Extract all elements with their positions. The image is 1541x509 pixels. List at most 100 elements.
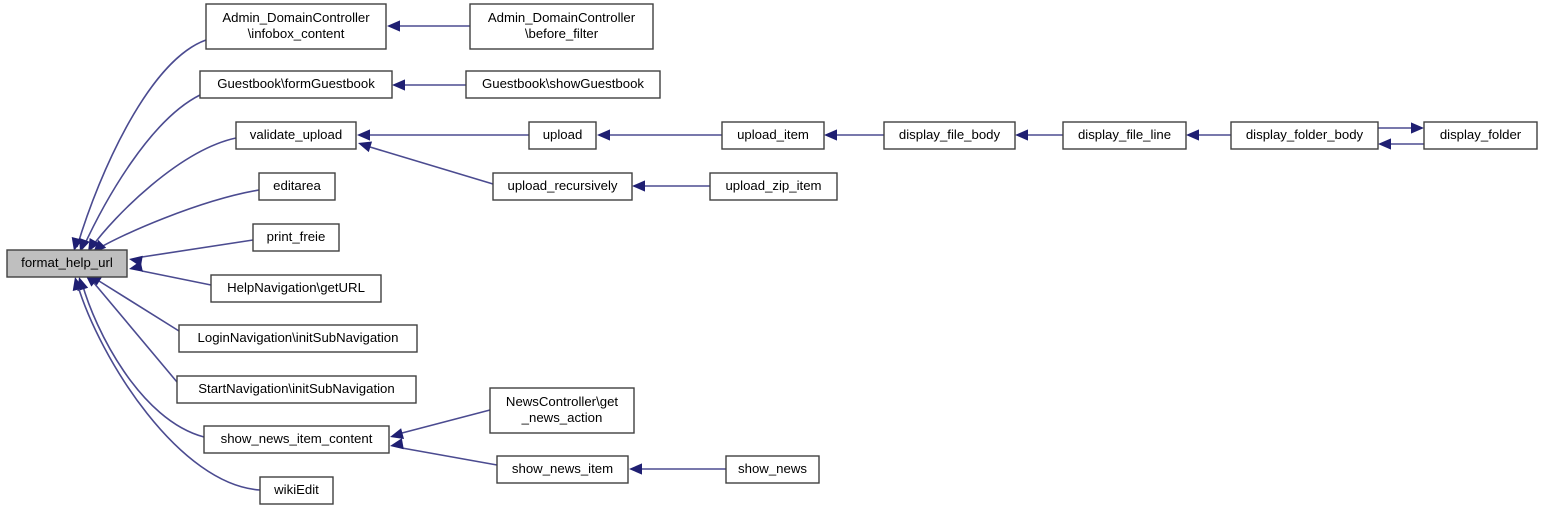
node-editarea[interactable]: editarea bbox=[258, 172, 336, 201]
edge-show_news-to-show_news_item bbox=[629, 463, 726, 475]
node-box-upload_recursively[interactable] bbox=[492, 172, 633, 201]
edge-display_file_line-to-display_file_body bbox=[1015, 129, 1063, 141]
node-label-news_get_news_action: _news_action bbox=[521, 410, 603, 425]
node-label-editarea: editarea bbox=[273, 178, 321, 193]
node-label-show_news_item: show_news_item bbox=[512, 461, 613, 476]
node-box-print_freie[interactable] bbox=[252, 223, 340, 252]
node-help_get_url[interactable]: HelpNavigation\getURL bbox=[210, 274, 382, 303]
node-box-form_guestbook[interactable] bbox=[199, 70, 393, 99]
nodes-layer: format_help_url Admin_DomainController\in… bbox=[6, 3, 1538, 505]
node-box-format_help_url[interactable] bbox=[6, 249, 128, 278]
node-box-start_init_sub[interactable] bbox=[176, 375, 417, 404]
node-print_freie[interactable]: print_freie bbox=[252, 223, 340, 252]
node-show_news_item[interactable]: show_news_item bbox=[496, 455, 629, 484]
edge-display_folder_body-to-display_file_line bbox=[1186, 129, 1231, 141]
node-label-form_guestbook: Guestbook\formGuestbook bbox=[217, 76, 375, 91]
edge-start_init_sub-to-format_help_url bbox=[85, 274, 178, 383]
node-box-display_file_body[interactable] bbox=[883, 121, 1016, 150]
node-box-display_folder_body[interactable] bbox=[1230, 121, 1379, 150]
node-display_folder[interactable]: display_folder bbox=[1423, 121, 1538, 150]
node-box-upload_zip_item[interactable] bbox=[709, 172, 838, 201]
edge-login_init_sub-to-format_help_url bbox=[88, 275, 180, 332]
node-box-editarea[interactable] bbox=[258, 172, 336, 201]
node-box-news_get_news_action[interactable] bbox=[489, 387, 635, 434]
edge-upload-to-validate_upload bbox=[357, 129, 529, 141]
node-label-admin_infobox: \infobox_content bbox=[248, 26, 345, 41]
node-box-display_file_line[interactable] bbox=[1062, 121, 1187, 150]
edge-show_news_item_content-to-format_help_url bbox=[77, 277, 205, 438]
node-label-validate_upload: validate_upload bbox=[250, 127, 342, 142]
edge-admin_before_filter-to-admin_infobox bbox=[387, 20, 470, 32]
node-upload_item[interactable]: upload_item bbox=[721, 121, 825, 150]
node-news_get_news_action[interactable]: NewsController\get_news_action bbox=[489, 387, 635, 434]
edge-upload_recursively-to-validate_upload bbox=[358, 141, 494, 185]
node-label-show_news_item_content: show_news_item_content bbox=[221, 431, 373, 446]
edge-wikiedit-to-format_help_url bbox=[72, 277, 261, 491]
node-start_init_sub[interactable]: StartNavigation\initSubNavigation bbox=[176, 375, 417, 404]
edge-upload_item-to-upload bbox=[597, 129, 722, 141]
edge-news_get_news_action-to-show_news_item_content bbox=[390, 409, 491, 440]
edge-validate_upload-to-format_help_url bbox=[88, 137, 237, 252]
edge-help_get_url-to-format_help_url bbox=[129, 260, 212, 286]
node-label-print_freie: print_freie bbox=[267, 229, 326, 244]
node-box-display_folder[interactable] bbox=[1423, 121, 1538, 150]
node-wikiedit[interactable]: wikiEdit bbox=[259, 476, 334, 505]
node-form_guestbook[interactable]: Guestbook\formGuestbook bbox=[199, 70, 393, 99]
edge-form_guestbook-to-format_help_url bbox=[79, 94, 201, 252]
node-label-display_folder: display_folder bbox=[1440, 127, 1522, 142]
node-format_help_url[interactable]: format_help_url bbox=[6, 249, 128, 278]
node-label-admin_before_filter: \before_filter bbox=[525, 26, 599, 41]
node-display_file_line[interactable]: display_file_line bbox=[1062, 121, 1187, 150]
node-label-display_file_line: display_file_line bbox=[1078, 127, 1171, 142]
node-box-show_news[interactable] bbox=[725, 455, 820, 484]
node-box-show_guestbook[interactable] bbox=[465, 70, 661, 99]
node-label-start_init_sub: StartNavigation\initSubNavigation bbox=[198, 381, 394, 396]
edge-print_freie-to-format_help_url bbox=[129, 239, 254, 267]
node-show_guestbook[interactable]: Guestbook\showGuestbook bbox=[465, 70, 661, 99]
node-show_news_item_content[interactable]: show_news_item_content bbox=[203, 425, 390, 454]
node-label-wikiedit: wikiEdit bbox=[273, 482, 319, 497]
node-label-login_init_sub: LoginNavigation\initSubNavigation bbox=[198, 330, 399, 345]
node-box-help_get_url[interactable] bbox=[210, 274, 382, 303]
node-display_file_body[interactable]: display_file_body bbox=[883, 121, 1016, 150]
node-admin_before_filter[interactable]: Admin_DomainController\before_filter bbox=[469, 3, 654, 50]
node-label-upload_item: upload_item bbox=[737, 127, 809, 142]
node-box-admin_before_filter[interactable] bbox=[469, 3, 654, 50]
node-box-upload[interactable] bbox=[528, 121, 597, 150]
node-box-login_init_sub[interactable] bbox=[178, 324, 418, 353]
node-upload_zip_item[interactable]: upload_zip_item bbox=[709, 172, 838, 201]
node-box-upload_item[interactable] bbox=[721, 121, 825, 150]
node-label-show_guestbook: Guestbook\showGuestbook bbox=[482, 76, 644, 91]
node-label-display_file_body: display_file_body bbox=[899, 127, 1001, 142]
edge-display_file_body-to-upload_item bbox=[824, 129, 884, 141]
edge-show_news_item-to-show_news_item_content bbox=[390, 438, 498, 466]
node-box-validate_upload[interactable] bbox=[235, 121, 357, 150]
node-label-admin_infobox: Admin_DomainController bbox=[222, 10, 370, 25]
node-box-show_news_item_content[interactable] bbox=[203, 425, 390, 454]
node-box-show_news_item[interactable] bbox=[496, 455, 629, 484]
node-label-format_help_url: format_help_url bbox=[21, 255, 113, 270]
node-validate_upload[interactable]: validate_upload bbox=[235, 121, 357, 150]
node-box-wikiedit[interactable] bbox=[259, 476, 334, 505]
node-label-news_get_news_action: NewsController\get bbox=[506, 394, 618, 409]
edge-editarea-to-format_help_url bbox=[93, 189, 260, 253]
node-label-upload_recursively: upload_recursively bbox=[508, 178, 618, 193]
node-login_init_sub[interactable]: LoginNavigation\initSubNavigation bbox=[178, 324, 418, 353]
node-label-help_get_url: HelpNavigation\getURL bbox=[227, 280, 365, 295]
node-show_news[interactable]: show_news bbox=[725, 455, 820, 484]
edge-upload_zip_item-to-upload_recursively bbox=[632, 180, 710, 192]
node-box-admin_infobox[interactable] bbox=[205, 3, 387, 50]
node-label-show_news: show_news bbox=[738, 461, 807, 476]
edge-admin_infobox-to-format_help_url bbox=[71, 39, 207, 251]
node-label-upload_zip_item: upload_zip_item bbox=[725, 178, 821, 193]
node-admin_infobox[interactable]: Admin_DomainController\infobox_content bbox=[205, 3, 387, 50]
node-upload[interactable]: upload bbox=[528, 121, 597, 150]
node-upload_recursively[interactable]: upload_recursively bbox=[492, 172, 633, 201]
node-display_folder_body[interactable]: display_folder_body bbox=[1230, 121, 1379, 150]
node-label-upload: upload bbox=[543, 127, 583, 142]
edge-display_folder_body-to-display_folder bbox=[1378, 122, 1424, 134]
node-label-display_folder_body: display_folder_body bbox=[1246, 127, 1364, 142]
edge-show_guestbook-to-form_guestbook bbox=[392, 79, 466, 91]
